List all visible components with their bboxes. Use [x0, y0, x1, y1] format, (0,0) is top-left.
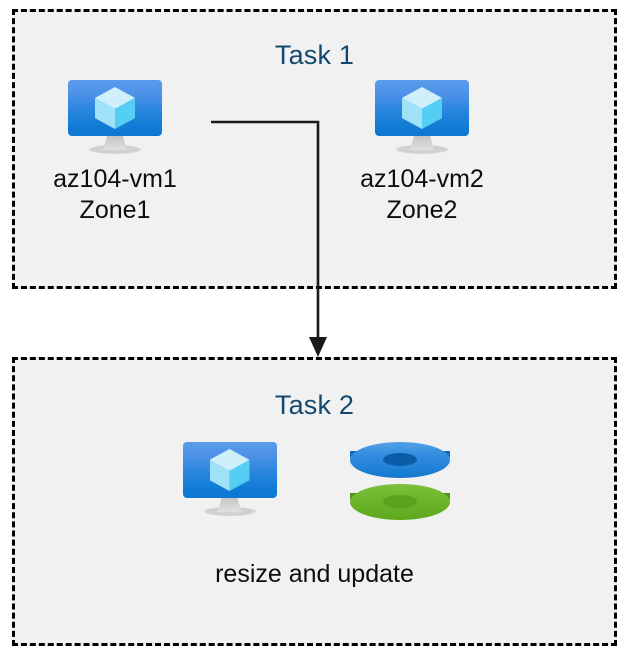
vm2-name: az104-vm2	[360, 165, 484, 193]
azure-managed-disks-icon	[349, 442, 450, 524]
monitor-screen	[375, 80, 469, 136]
monitor-screen	[68, 80, 162, 136]
disk-blue-hole	[382, 453, 417, 466]
disk-green-hole	[382, 495, 417, 508]
connector-arrowhead-icon	[309, 337, 327, 357]
vm1-name: az104-vm1	[53, 165, 177, 193]
task-2-group: Task 2	[12, 357, 617, 646]
disk-green	[349, 484, 450, 522]
vm2-zone: Zone2	[386, 195, 458, 224]
node-managed-disks[interactable]	[349, 442, 450, 524]
azure-virtual-machine-icon	[180, 442, 280, 516]
vm1-zone: Zone1	[79, 195, 151, 224]
cube-glyph	[209, 449, 250, 491]
azure-virtual-machine-icon	[372, 80, 472, 154]
task-2-icon-row	[15, 442, 614, 524]
disk-blue	[349, 442, 450, 480]
node-vm-resize[interactable]	[180, 442, 280, 516]
cube-glyph	[402, 87, 442, 129]
cube-glyph	[95, 87, 135, 129]
monitor-screen	[182, 442, 277, 498]
task-2-caption: resize and update	[215, 560, 414, 588]
task-2-title: Task 2	[274, 390, 355, 420]
azure-virtual-machine-icon	[65, 80, 165, 154]
task-1-title: Task 1	[274, 40, 355, 70]
